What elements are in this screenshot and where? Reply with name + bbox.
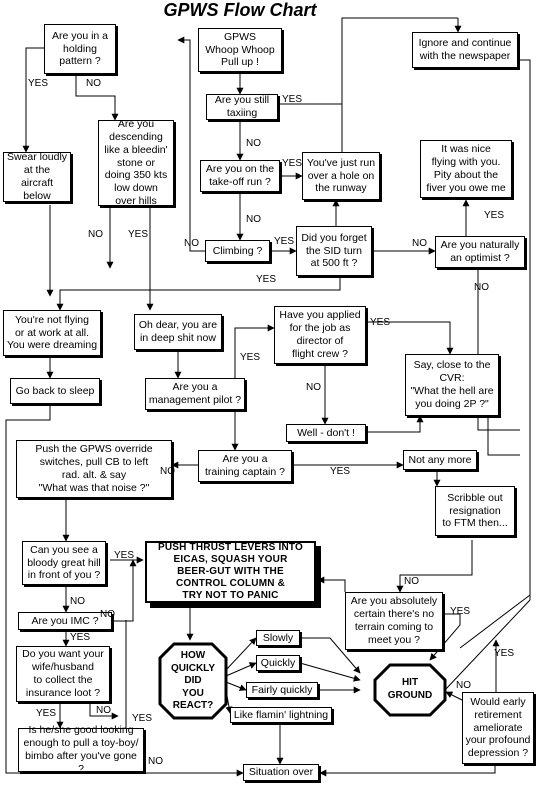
no-label: NO xyxy=(86,78,101,89)
yes-label: YES xyxy=(256,274,277,285)
applied-director-box: Have you applied for the job as director… xyxy=(274,306,366,364)
no-label: NO xyxy=(246,214,261,225)
no-label: NO xyxy=(404,576,419,587)
how-quickly-octagon xyxy=(158,642,228,720)
no-label: NO xyxy=(70,596,85,607)
no-label: NO xyxy=(100,609,115,620)
yes-label: YES xyxy=(240,352,261,363)
quickly-box: Quickly xyxy=(256,655,300,671)
sid-turn-box: Did you forget the SID turn at 500 ft ? xyxy=(296,226,372,276)
well-dont-box: Well - don't ! xyxy=(286,424,366,442)
yes-label: YES xyxy=(36,708,57,719)
yes-label: YES xyxy=(450,606,471,617)
no-label: NO xyxy=(246,138,261,149)
chart-title: GPWS Flow Chart xyxy=(163,0,317,20)
yes-label: YES xyxy=(330,466,351,477)
flamin-lightning-box: Like flamin' lightning xyxy=(230,707,332,723)
hole-runway-box: You've just run over a hole on the runwa… xyxy=(302,152,380,200)
hit-ground-octagon xyxy=(373,663,447,717)
training-captain-box: Are you a training captain ? xyxy=(198,450,292,482)
no-label: NO xyxy=(96,705,111,716)
insurance-loot-box: Do you want your wife/husband to collect… xyxy=(16,646,110,702)
not-flying-box: You're not flying or at work at all. You… xyxy=(3,310,101,356)
situation-over-box: Situation over xyxy=(243,764,319,781)
yes-label: YES xyxy=(282,158,303,169)
no-label: NO xyxy=(88,229,103,240)
push-thrust-box: PUSH THRUST LEVERS INTO EICAS, SQUASH YO… xyxy=(145,541,316,603)
yes-label: YES xyxy=(282,94,303,105)
yes-label: YES xyxy=(370,317,391,328)
early-retirement-box: Would early retirement ameliorate your p… xyxy=(462,692,534,764)
not-any-more-box: Not any more xyxy=(403,450,477,470)
descending-box: Are you descending like a bleedin' stone… xyxy=(98,118,174,207)
takeoff-run-box: Are you on the take-off run ? xyxy=(200,160,280,192)
deep-trouble-box: Oh dear, you are in deep shit now xyxy=(134,314,222,350)
ignore-newspaper-box: Ignore and continue with the newspaper xyxy=(412,32,518,68)
still-taxiing-box: Are you still taxiing xyxy=(206,94,278,120)
yes-label: YES xyxy=(114,550,135,561)
no-label: NO xyxy=(412,238,427,249)
no-label: NO xyxy=(306,382,321,393)
fairly-quickly-box: Fairly quickly xyxy=(246,682,318,698)
no-label: NO xyxy=(148,756,163,767)
imc-box: Are you IMC ? xyxy=(18,612,112,630)
optimist-box: Are you naturally an optimist ? xyxy=(435,236,525,268)
no-label: NO xyxy=(474,282,489,293)
cvr-quote-box: Say, close to the CVR: "What the hell ar… xyxy=(405,354,499,416)
go-back-sleep-box: Go back to sleep xyxy=(10,378,100,404)
how-quickly-text: HOW QUICKLY DID YOU REACT? xyxy=(170,650,216,711)
great-hill-box: Can you see a bloody great hill in front… xyxy=(22,541,106,585)
hit-ground-text: HIT GROUND xyxy=(387,677,433,701)
yes-label: YES xyxy=(70,632,91,643)
gpws-override-box: Push the GPWS override switches, pull CB… xyxy=(16,440,172,498)
nice-flying-box: It was nice flying with you. Pity about … xyxy=(420,140,512,198)
good-looking-box: Is he/she good looking enough to pull a … xyxy=(18,724,144,775)
holding-pattern-box: Are you in a holding pattern ? xyxy=(44,24,116,74)
yes-label: YES xyxy=(494,648,515,659)
climbing-box: Climbing ? xyxy=(205,240,270,262)
yes-label: YES xyxy=(28,78,49,89)
management-pilot-box: Are you a management pilot ? xyxy=(145,378,245,410)
no-label: NO xyxy=(184,238,199,249)
swear-loudly-box: Swear loudly at the aircraft below xyxy=(3,151,71,202)
certain-terrain-box: Are you absolutely certain there's no te… xyxy=(345,592,443,650)
yes-label: YES xyxy=(128,229,149,240)
slowly-box: Slowly xyxy=(256,630,300,646)
no-label: NO xyxy=(456,680,471,691)
yes-label: YES xyxy=(132,713,153,724)
scribble-resignation-box: Scribble out resignation to FTM then... xyxy=(435,486,515,536)
yes-label: YES xyxy=(274,236,295,247)
no-label: NO xyxy=(160,466,175,477)
gpws-alert-box: GPWS Whoop Whoop Pull up ! xyxy=(198,28,282,72)
yes-label: YES xyxy=(484,210,505,221)
